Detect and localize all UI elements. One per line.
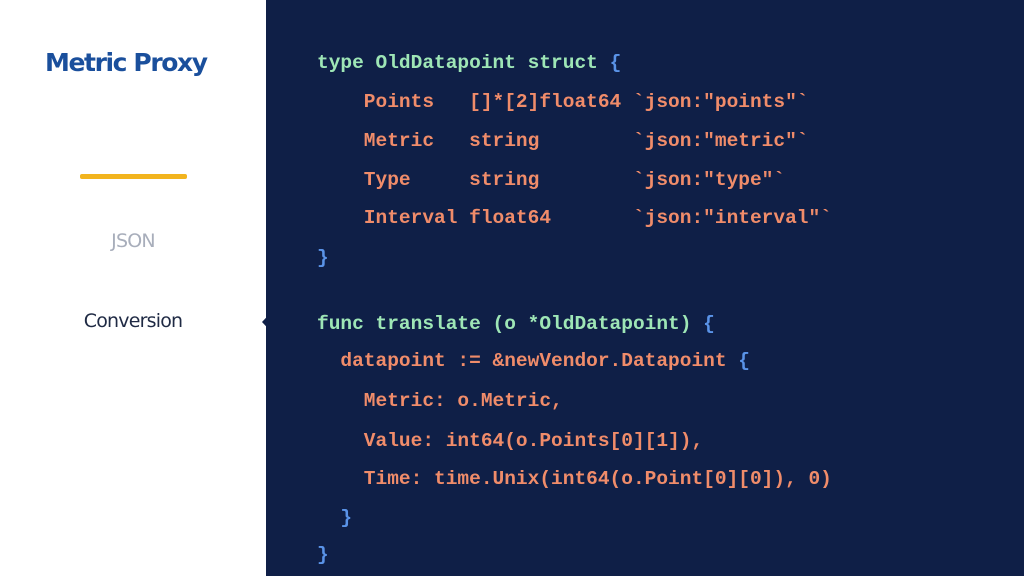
code-line: type OldDatapoint struct { bbox=[317, 51, 621, 75]
accent-rule bbox=[80, 174, 187, 179]
code-panel bbox=[266, 0, 1024, 576]
active-pointer-icon bbox=[262, 303, 280, 341]
code-token: { bbox=[738, 350, 750, 372]
code-line: func translate (o *OldDatapoint) { bbox=[317, 312, 715, 336]
code-token: { bbox=[609, 52, 622, 74]
code-line: Type string `json:"type"` bbox=[317, 168, 785, 192]
code-line: Interval float64 `json:"interval"` bbox=[317, 206, 832, 230]
sidebar: Metric Proxy JSON Conversion bbox=[0, 0, 266, 576]
nav-item-conversion[interactable]: Conversion bbox=[83, 310, 183, 332]
code-token: Type string `json:"type"` bbox=[317, 169, 786, 191]
code-line: Points []*[2]float64 `json:"points"` bbox=[317, 90, 809, 114]
code-line: } bbox=[317, 246, 329, 270]
code-line: } bbox=[317, 506, 352, 530]
code-token: Points []*[2]float64 `json:"points"` bbox=[317, 91, 809, 113]
code-line: datapoint := &newVendor.Datapoint { bbox=[317, 349, 750, 373]
page-title: Metric Proxy bbox=[45, 48, 208, 77]
code-token: type OldDatapoint struct bbox=[317, 52, 610, 74]
code-line: Metric string `json:"metric"` bbox=[317, 129, 809, 153]
code-token: } bbox=[317, 507, 353, 529]
code-token: Time: time.Unix(int64(o.Point[0][0]), 0) bbox=[317, 468, 832, 490]
code-token: { bbox=[703, 313, 715, 335]
code-line: Metric: o.Metric, bbox=[317, 389, 563, 413]
code-line: } bbox=[317, 543, 329, 567]
code-token: } bbox=[317, 247, 329, 269]
code-token: datapoint := &newVendor.Datapoint bbox=[317, 350, 739, 372]
code-token: } bbox=[317, 544, 329, 566]
code-token: Metric string `json:"metric"` bbox=[317, 130, 809, 152]
code-line: Value: int64(o.Points[0][1]), bbox=[317, 429, 703, 453]
code-token: Metric: o.Metric, bbox=[317, 390, 563, 412]
code-line: Time: time.Unix(int64(o.Point[0][0]), 0) bbox=[317, 467, 832, 491]
code-token: func translate (o *OldDatapoint) bbox=[317, 313, 704, 335]
nav-item-json[interactable]: JSON bbox=[111, 230, 155, 252]
code-token: Value: int64(o.Points[0][1]), bbox=[317, 430, 704, 452]
code-token: Interval float64 `json:"interval"` bbox=[317, 207, 832, 229]
